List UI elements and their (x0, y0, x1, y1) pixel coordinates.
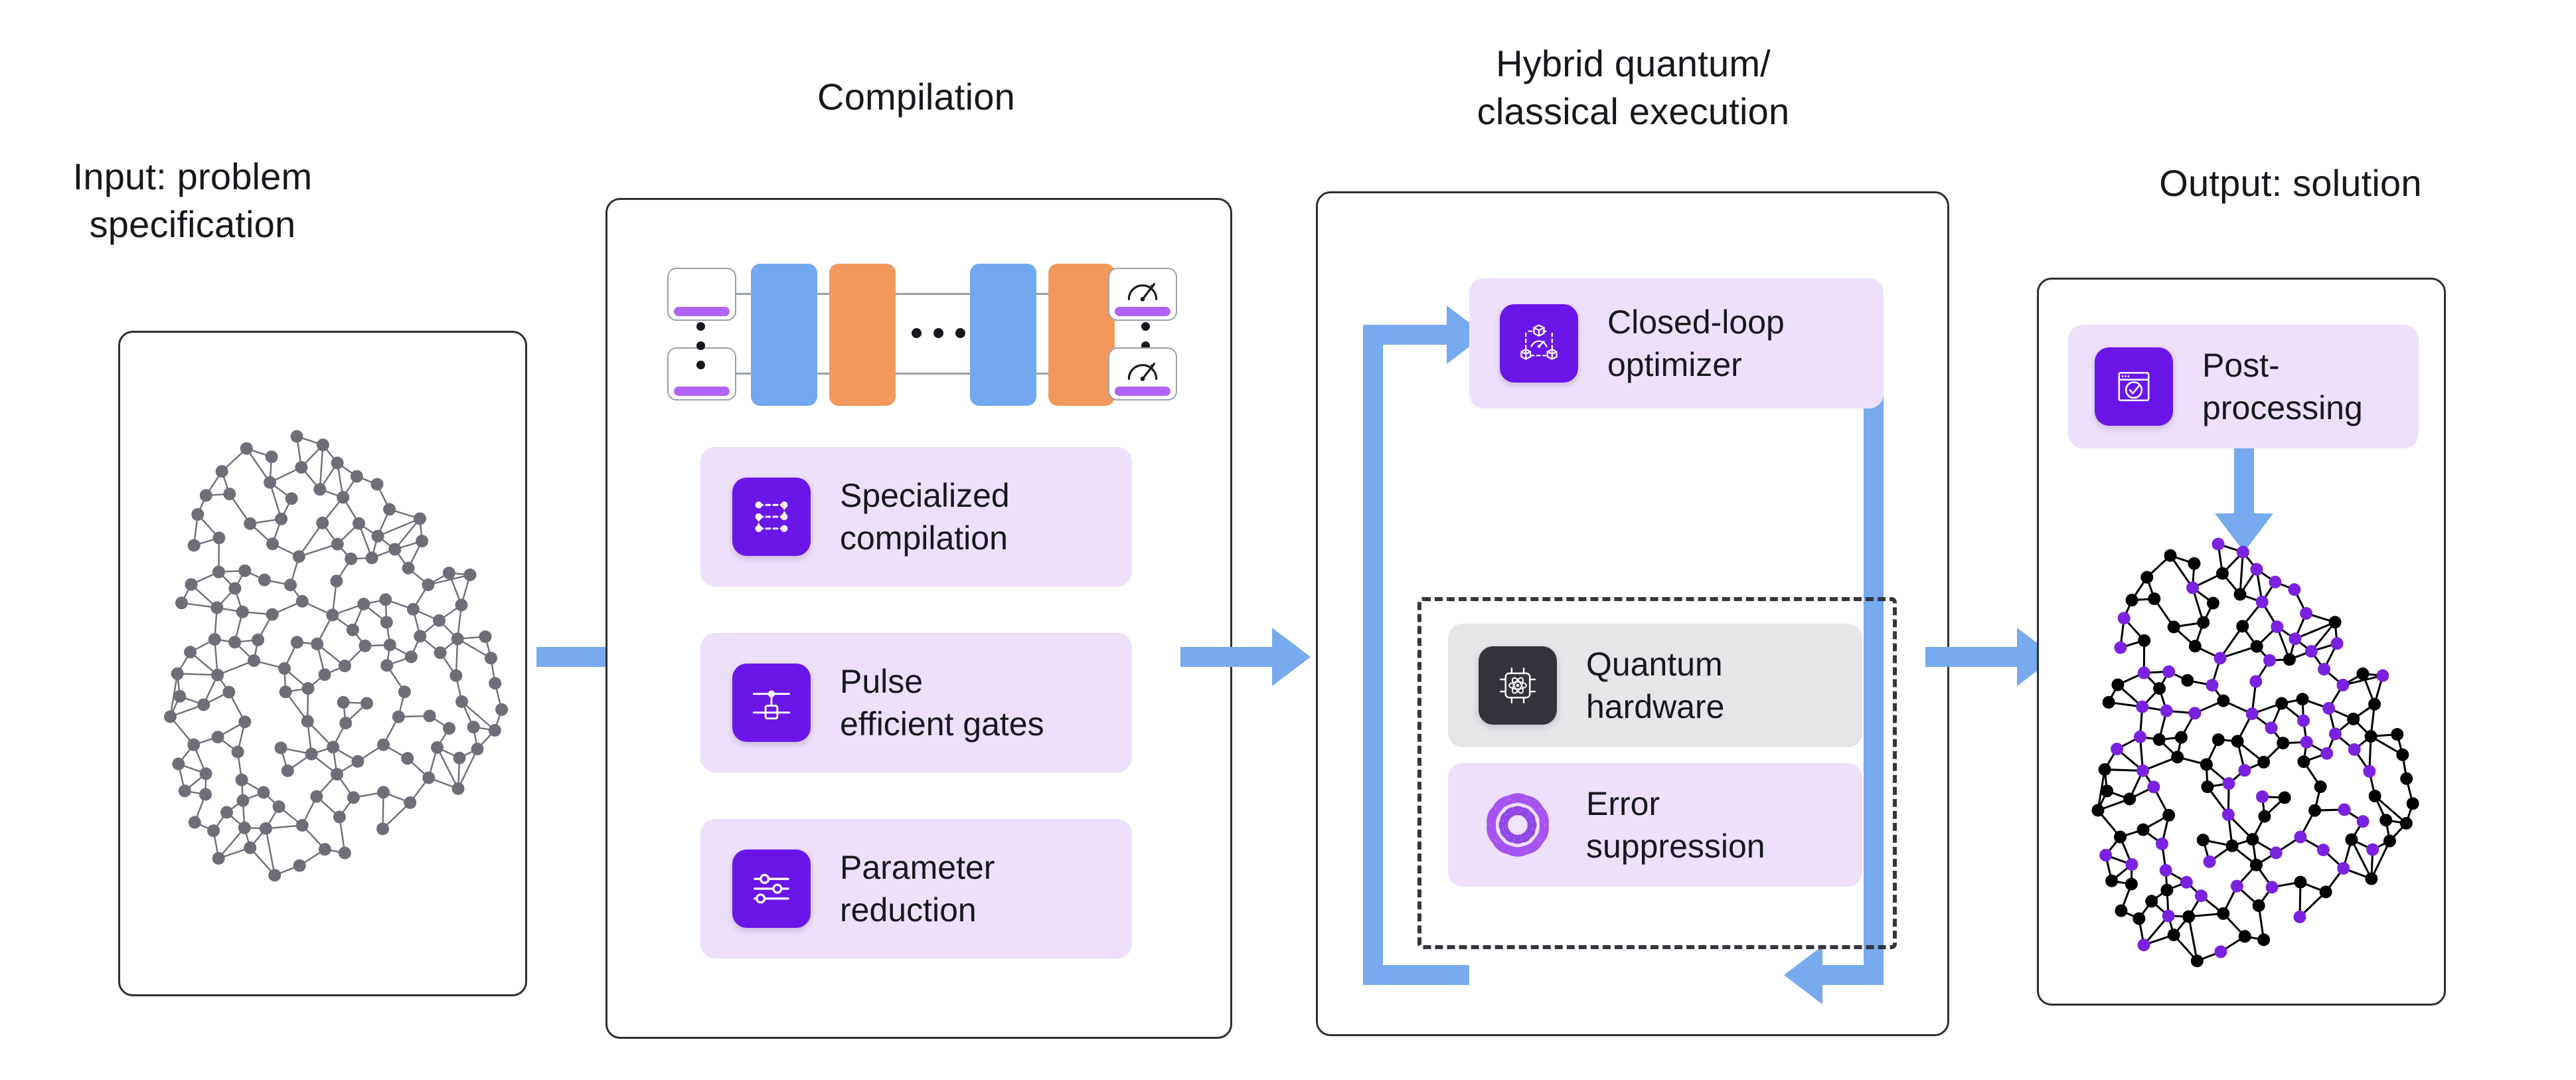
feature-label: Parameter reduction (840, 849, 995, 929)
controlled-gate-icon (732, 664, 811, 742)
qubit-ellipsis-left-icon (696, 322, 705, 369)
meter-icon (1127, 283, 1158, 302)
measure-bar (674, 307, 730, 316)
panel-execution: Closed-loop optimizer (1316, 191, 1949, 1036)
quantum-execution-group-box (1417, 597, 1897, 949)
feature-specialized-compilation[interactable]: Specialized compilation (700, 447, 1132, 586)
panel-input (118, 331, 527, 996)
stage-title-input: Input: problem specification (72, 155, 313, 245)
quantum-chip-icon (1479, 646, 1557, 725)
sliders-icon (732, 850, 811, 928)
qubit-init-box-bottom (667, 347, 736, 401)
gate-orange-1 (829, 264, 896, 406)
panel-output: Post- processing (2037, 278, 2446, 1006)
output-post-processing[interactable]: Post- processing (2068, 325, 2419, 448)
pill-label: Error suppression (1586, 785, 1765, 865)
pill-label: Post- processing (2202, 347, 2363, 426)
qubit-init-box-top (667, 268, 736, 321)
output-solution-graph (2091, 537, 2419, 968)
window-check-icon (2095, 347, 2173, 426)
feature-parameter-reduction[interactable]: Parameter reduction (700, 819, 1132, 958)
stage-title-execution: Hybrid quantum/ classical execution (1477, 43, 1790, 132)
gate-blue-2 (970, 264, 1036, 406)
feature-label: Pulse efficient gates (840, 663, 1044, 743)
feature-label: Specialized compilation (840, 477, 1010, 557)
execution-closed-loop-optimizer[interactable]: Closed-loop optimizer (1469, 278, 1884, 408)
panel-compilation: Specialized compilation Pulse efficient … (605, 198, 1232, 1039)
measure-bar (1115, 387, 1170, 396)
measure-bar (1115, 307, 1170, 316)
measurement-box-bottom (1108, 347, 1177, 401)
gate-blue-1 (751, 264, 817, 406)
measure-bar (674, 387, 730, 396)
stage-title-compilation: Compilation (817, 76, 1015, 118)
pill-label: Closed-loop optimizer (1607, 304, 1785, 383)
meter-icon (1127, 363, 1158, 381)
lattice-nodes-icon (732, 478, 811, 556)
quantum-circuit-diagram (659, 258, 1178, 406)
feature-pulse-efficient-gates[interactable]: Pulse efficient gates (700, 633, 1132, 772)
execution-quantum-hardware[interactable]: Quantum hardware (1448, 624, 1862, 747)
gate-orange-2 (1048, 264, 1115, 406)
execution-error-suppression[interactable]: Error suppression (1448, 763, 1862, 887)
measurement-box-top (1108, 268, 1177, 321)
error-suppression-rosette-icon (1479, 786, 1557, 864)
closed-loop-optimizer-icon (1500, 304, 1578, 383)
pill-label: Quantum hardware (1586, 646, 1725, 725)
input-problem-graph (164, 430, 509, 882)
circuit-ellipsis-icon (912, 328, 965, 338)
stage-title-output: Output: solution (2159, 162, 2422, 204)
